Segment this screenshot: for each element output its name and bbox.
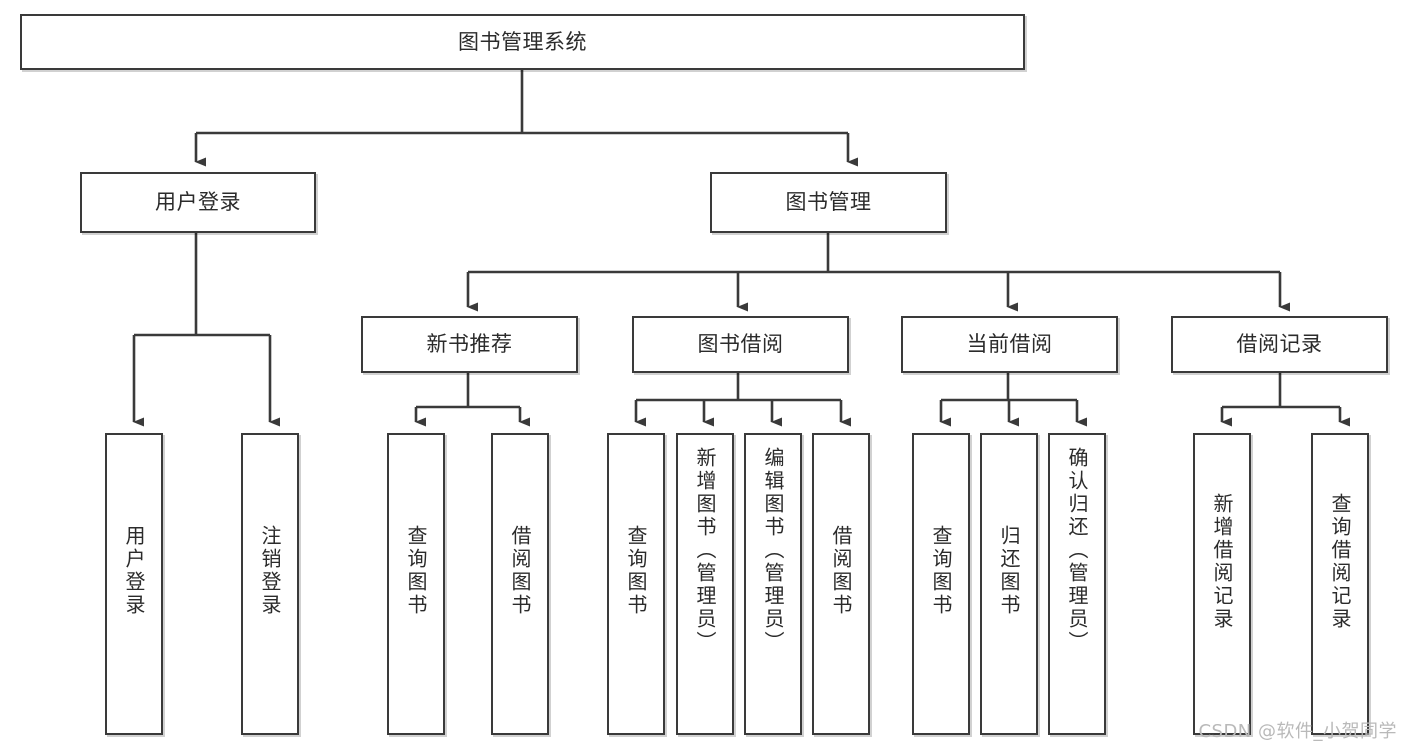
node-new-book-recommend-label: 新书推荐 [426, 332, 513, 357]
node-leaf-user-login[interactable]: 用户登录 [105, 433, 163, 735]
node-root-book-management-system[interactable]: 图书管理系统 [20, 14, 1025, 70]
node-leaf-br-query-record-label: 查询借阅记录 [1328, 493, 1352, 631]
node-borrow-record[interactable]: 借阅记录 [1171, 316, 1388, 373]
node-book-management[interactable]: 图书管理 [710, 172, 947, 233]
node-book-borrow-label: 图书借阅 [697, 332, 784, 357]
node-leaf-bb-edit-book-admin[interactable]: 编辑图书（管理员） [744, 433, 802, 735]
node-leaf-cb-return-book[interactable]: 归还图书 [980, 433, 1038, 735]
node-leaf-bb-borrow-book-label: 借阅图书 [829, 525, 853, 617]
node-leaf-cb-confirm-return-admin-label: 确认归还（管理员） [1065, 447, 1089, 654]
node-book-borrow[interactable]: 图书借阅 [632, 316, 849, 373]
node-leaf-nb-query-book[interactable]: 查询图书 [387, 433, 445, 735]
node-leaf-nb-query-book-label: 查询图书 [404, 525, 428, 617]
node-leaf-bb-query-book-label: 查询图书 [624, 525, 648, 617]
node-leaf-bb-query-book[interactable]: 查询图书 [607, 433, 665, 735]
node-new-book-recommend[interactable]: 新书推荐 [361, 316, 578, 373]
node-leaf-br-add-record[interactable]: 新增借阅记录 [1193, 433, 1251, 735]
node-leaf-user-login-label: 用户登录 [122, 525, 146, 617]
node-leaf-cb-query-book-label: 查询图书 [929, 525, 953, 617]
node-leaf-br-query-record[interactable]: 查询借阅记录 [1311, 433, 1369, 735]
node-book-management-label: 图书管理 [785, 190, 872, 215]
node-leaf-nb-borrow-book-label: 借阅图书 [508, 525, 532, 617]
node-leaf-logout-label: 注销登录 [258, 525, 282, 617]
node-root-label: 图书管理系统 [458, 29, 587, 54]
node-leaf-logout[interactable]: 注销登录 [241, 433, 299, 735]
node-leaf-nb-borrow-book[interactable]: 借阅图书 [491, 433, 549, 735]
node-leaf-bb-add-book-admin-label: 新增图书（管理员） [693, 447, 717, 654]
node-leaf-cb-return-book-label: 归还图书 [997, 525, 1021, 617]
node-leaf-bb-edit-book-admin-label: 编辑图书（管理员） [761, 447, 785, 654]
node-user-login-label: 用户登录 [155, 190, 241, 215]
node-user-login[interactable]: 用户登录 [80, 172, 316, 233]
node-current-borrow[interactable]: 当前借阅 [901, 316, 1118, 373]
node-leaf-br-add-record-label: 新增借阅记录 [1210, 493, 1234, 631]
node-leaf-cb-confirm-return-admin[interactable]: 确认归还（管理员） [1048, 433, 1106, 735]
node-leaf-bb-borrow-book[interactable]: 借阅图书 [812, 433, 870, 735]
node-current-borrow-label: 当前借阅 [966, 332, 1053, 357]
node-borrow-record-label: 借阅记录 [1236, 332, 1323, 357]
node-leaf-bb-add-book-admin[interactable]: 新增图书（管理员） [676, 433, 734, 735]
node-leaf-cb-query-book[interactable]: 查询图书 [912, 433, 970, 735]
